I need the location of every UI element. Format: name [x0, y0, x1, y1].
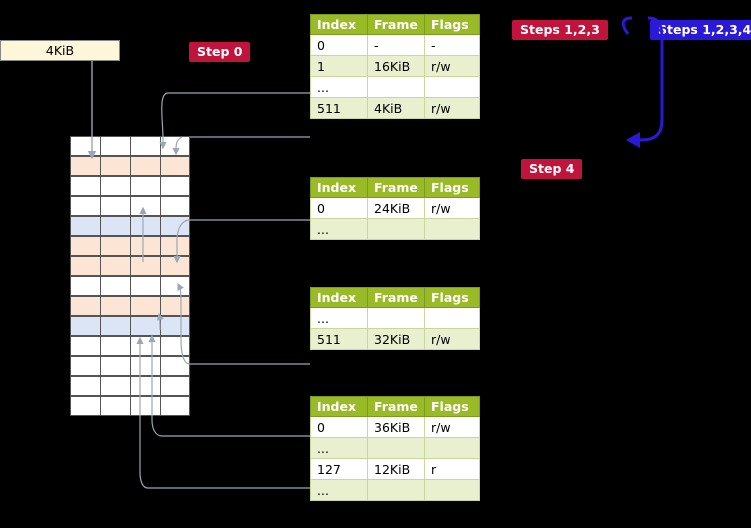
arrow-steps-loop-top	[621, 16, 633, 35]
cell-frame	[367, 76, 425, 98]
step-0-badge: Step 0	[189, 42, 251, 62]
column-header-frame: Frame	[367, 14, 425, 35]
table-row: 1 16KiB r/w	[310, 55, 480, 77]
arrow-steps-loop-head	[626, 132, 640, 148]
cell-index: ...	[310, 307, 368, 329]
cell-flags	[424, 218, 480, 240]
cell-flags: r/w	[424, 55, 480, 77]
memory-divider	[160, 136, 161, 416]
cell-index: ...	[310, 218, 368, 240]
table-header-row: Index Frame Flags	[310, 14, 480, 35]
column-header-frame: Frame	[367, 287, 425, 308]
step-4-badge: Step 4	[521, 159, 583, 179]
cell-index: 511	[310, 328, 368, 350]
cell-index: ...	[310, 479, 368, 501]
cell-flags: r/w	[424, 328, 480, 350]
table-row: ...	[310, 479, 480, 501]
cell-frame: 12KiB	[367, 458, 425, 480]
cell-flags: -	[424, 34, 480, 56]
cell-index: ...	[310, 437, 368, 459]
steps-123-badge: Steps 1,2,3	[512, 20, 608, 40]
table-row: 0 24KiB r/w	[310, 197, 480, 219]
cell-flags: r/w	[424, 197, 480, 219]
page-size-label: 4KiB	[45, 43, 75, 58]
cell-index: ...	[310, 76, 368, 98]
cell-flags	[424, 76, 480, 98]
cell-frame: 32KiB	[367, 328, 425, 350]
cell-frame	[367, 437, 425, 459]
column-header-flags: Flags	[424, 14, 480, 35]
column-header-flags: Flags	[424, 396, 480, 417]
table-row: 511 32KiB r/w	[310, 328, 480, 350]
cell-frame: 24KiB	[367, 197, 425, 219]
table-header-row: Index Frame Flags	[310, 287, 480, 308]
table-row: 0 - -	[310, 34, 480, 56]
cell-flags: r	[424, 458, 480, 480]
cell-frame: 4KiB	[367, 97, 425, 119]
pt-table: Index Frame Flags 0 36KiB r/w ... 127 12…	[310, 396, 480, 501]
cell-index: 1	[310, 55, 368, 77]
table-row: 127 12KiB r	[310, 458, 480, 480]
cell-index: 127	[310, 458, 368, 480]
cell-index: 511	[310, 97, 368, 119]
page-size-bar: 4KiB	[0, 40, 120, 61]
steps-1234-badge: Steps 1,2,3,4	[650, 20, 751, 40]
table-row: ...	[310, 437, 480, 459]
cell-flags	[424, 437, 480, 459]
column-header-flags: Flags	[424, 287, 480, 308]
column-header-flags: Flags	[424, 177, 480, 198]
cell-frame	[367, 218, 425, 240]
pml4-table: Index Frame Flags 0 - - 1 16KiB r/w ... …	[310, 14, 480, 119]
cell-flags	[424, 307, 480, 329]
pd-table: Index Frame Flags ... 511 32KiB r/w	[310, 287, 480, 350]
column-header-frame: Frame	[367, 177, 425, 198]
column-header-index: Index	[310, 177, 368, 198]
column-header-frame: Frame	[367, 396, 425, 417]
cell-frame: 36KiB	[367, 416, 425, 438]
table-header-row: Index Frame Flags	[310, 396, 480, 417]
cell-index: 0	[310, 416, 368, 438]
memory-divider	[130, 136, 131, 416]
table-row: 0 36KiB r/w	[310, 416, 480, 438]
cell-frame	[367, 479, 425, 501]
pdp-table: Index Frame Flags 0 24KiB r/w ...	[310, 177, 480, 240]
column-header-index: Index	[310, 287, 368, 308]
cell-frame: 16KiB	[367, 55, 425, 77]
table-row: ...	[310, 76, 480, 98]
table-row: 511 4KiB r/w	[310, 97, 480, 119]
column-header-index: Index	[310, 14, 368, 35]
cell-index: 0	[310, 34, 368, 56]
column-header-index: Index	[310, 396, 368, 417]
table-header-row: Index Frame Flags	[310, 177, 480, 198]
cell-flags: r/w	[424, 416, 480, 438]
cell-flags: r/w	[424, 97, 480, 119]
table-row: ...	[310, 307, 480, 329]
cell-frame: -	[367, 34, 425, 56]
cell-frame	[367, 307, 425, 329]
table-row: ...	[310, 218, 480, 240]
memory-divider	[100, 136, 101, 416]
cell-index: 0	[310, 197, 368, 219]
cell-flags	[424, 479, 480, 501]
memory-column	[70, 136, 190, 416]
